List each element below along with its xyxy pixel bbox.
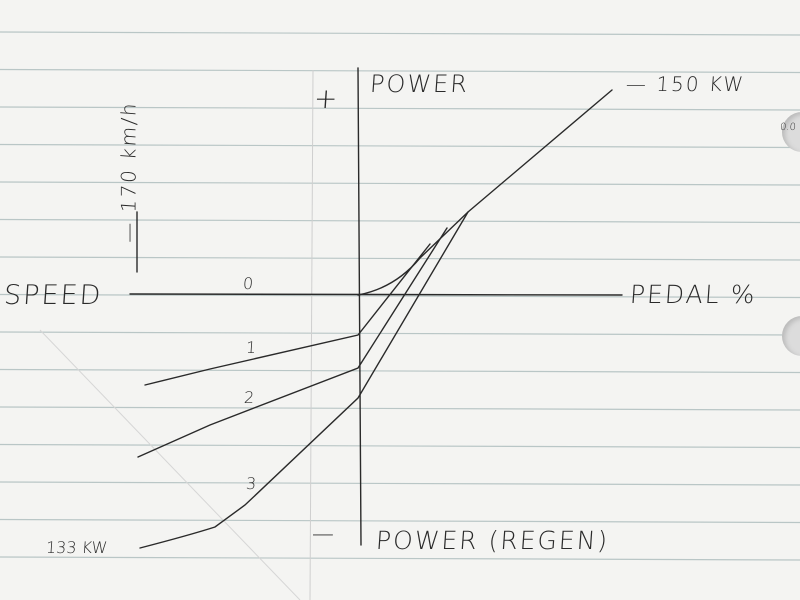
curve-2	[137, 227, 448, 458]
paper-rule-lines	[0, 31, 800, 561]
paper-rule-line	[0, 368, 800, 374]
paper-rule-line	[0, 218, 800, 224]
paper-rule-line	[0, 406, 800, 411]
paper-rule-line	[0, 443, 800, 449]
curve-label-2: 2	[243, 388, 257, 407]
power-label: POWER	[369, 70, 470, 98]
paper-rule-line	[0, 518, 800, 524]
edge-text: 0.0	[779, 122, 797, 133]
pencil-diagonal	[39, 329, 301, 600]
curve-0	[357, 89, 613, 296]
minus-sign: —	[311, 522, 337, 547]
paper-rule-line	[0, 106, 800, 111]
paper-rule-line	[0, 293, 800, 299]
paper-rule-line	[0, 256, 800, 261]
speed-pedal-axis	[129, 293, 623, 296]
binder-hole	[782, 316, 800, 356]
paper-rule-line	[0, 331, 800, 336]
curve-label-1: 1	[245, 338, 259, 357]
max-regen-label: 133 KW	[45, 538, 109, 557]
max-power-label: — 150 KW	[625, 72, 746, 96]
power-axis	[357, 67, 362, 546]
paper-rule-line	[0, 68, 800, 74]
curve-label-0: 0	[242, 274, 256, 293]
paper-rule-line	[0, 556, 800, 561]
paper-rule-line	[0, 143, 800, 149]
paper-rule-line	[0, 481, 800, 486]
binder-hole	[782, 112, 800, 152]
max-speed-label: — 170 km/h	[116, 100, 141, 244]
plus-sign: +	[312, 82, 341, 115]
curve-3	[139, 211, 469, 549]
curve-label-3: 3	[245, 474, 259, 493]
speed-label: SPEED	[2, 280, 104, 311]
paper-rule-line	[0, 181, 800, 186]
curve-1	[144, 243, 431, 386]
power-regen-label: POWER (REGEN)	[374, 526, 611, 555]
margin-pencil-line	[309, 69, 314, 600]
paper-rule-line	[0, 31, 800, 36]
pedal-label: PEDAL %	[628, 280, 758, 309]
